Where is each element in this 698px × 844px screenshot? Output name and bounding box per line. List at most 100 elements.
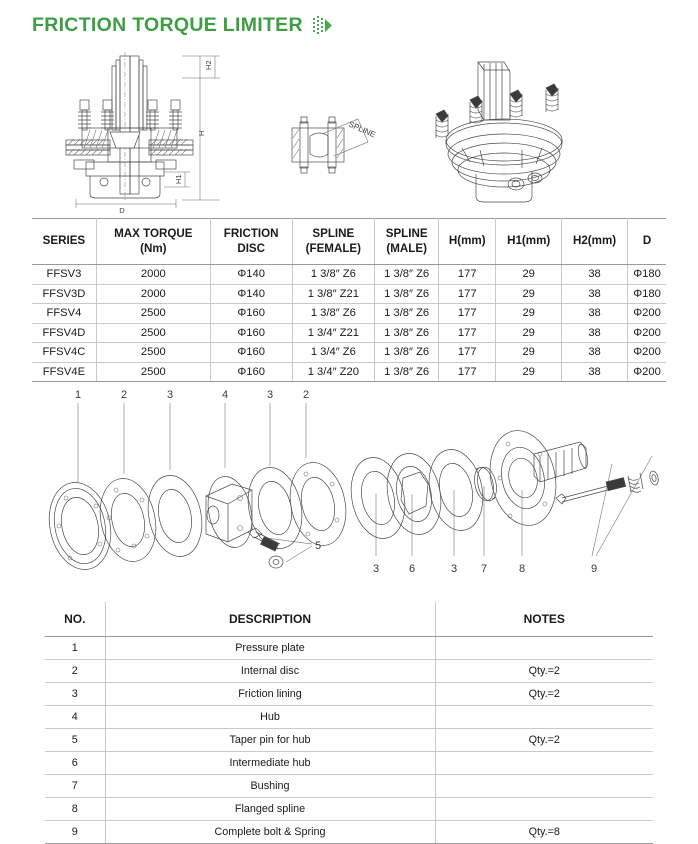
spec-value-cell: 1 3/8″ Z6 <box>374 284 440 304</box>
callout-bottom-5: 8 <box>519 563 525 575</box>
spec-value-cell: 1 3/8″ Z6 <box>374 323 440 343</box>
spec-value-cell: 38 <box>561 342 628 363</box>
spec-series-cell: FFSV4E <box>32 362 97 382</box>
specification-table: SERIES MAX TORQUE (Nm) FRICTION DISC SPL… <box>32 218 666 382</box>
parts-description-cell: Bushing <box>104 774 436 799</box>
parts-description-cell: Intermediate hub <box>104 751 436 776</box>
parts-header-row: NO. DESCRIPTION NOTES <box>45 602 653 637</box>
callout-bottom-6: 9 <box>591 563 597 575</box>
callout-top-1: 1 <box>75 389 81 401</box>
spec-value-cell: Φ200 <box>627 323 666 343</box>
spec-value-cell: Φ200 <box>627 303 666 324</box>
spline-label: SPLINE <box>347 120 377 140</box>
spec-value-cell: Φ180 <box>627 264 666 285</box>
parts-description-cell: Complete bolt & Spring <box>104 820 436 844</box>
spec-value-cell: 29 <box>495 323 563 343</box>
callout-bottom-2: 6 <box>409 563 415 575</box>
spec-value-cell: 29 <box>495 264 563 285</box>
spec-value-cell: 29 <box>495 303 563 324</box>
spec-value-cell: 38 <box>561 323 628 343</box>
exploded-view: 1 2 3 4 3 2 3 6 3 7 8 9 5 <box>0 386 698 592</box>
callout-side-5: 5 <box>315 540 321 552</box>
spec-value-cell: 29 <box>495 342 563 363</box>
parts-no-cell: 3 <box>45 682 105 706</box>
spec-value-cell: Φ140 <box>209 284 293 304</box>
spec-header-row: SERIES MAX TORQUE (Nm) FRICTION DISC SPL… <box>32 218 666 265</box>
parts-col-description: DESCRIPTION <box>104 602 436 637</box>
callout-top-3: 3 <box>167 389 173 401</box>
spec-value-cell: 29 <box>495 362 563 382</box>
parts-notes-cell: Qty.=2 <box>435 659 653 683</box>
parts-col-notes: NOTES <box>435 602 653 637</box>
spec-series-cell: FFSV3D <box>32 284 97 304</box>
parts-no-cell: 2 <box>45 659 105 683</box>
spline-detail-drawing: SPLINE <box>291 116 377 174</box>
spec-value-cell: Φ160 <box>209 323 293 343</box>
halftone-arrow-icon <box>312 15 332 34</box>
spec-value-cell: 2500 <box>95 342 211 363</box>
parts-notes-cell: Qty.=2 <box>435 682 653 706</box>
spec-value-cell: Φ160 <box>209 342 293 363</box>
parts-notes-cell: Qty.=8 <box>435 820 653 844</box>
spec-col-friction-disc: FRICTION DISC <box>209 218 293 265</box>
spec-value-cell: 177 <box>438 362 497 382</box>
callout-bottom-1: 3 <box>373 563 379 575</box>
parts-no-cell: 1 <box>45 636 105 660</box>
spec-value-cell: 38 <box>561 303 628 324</box>
spec-value-cell: 1 3/4″ Z21 <box>291 323 376 343</box>
page-title: FRICTION TORQUE LIMITER <box>32 14 303 36</box>
spec-col-d: D <box>627 218 666 265</box>
spec-series-cell: FFSV3 <box>32 264 97 285</box>
spec-series-cell: FFSV4C <box>32 342 97 363</box>
spec-value-cell: 177 <box>438 342 497 363</box>
spec-col-h2: H2(mm) <box>561 218 628 265</box>
cross-section-drawing: H2 H H1 D <box>65 52 220 214</box>
parts-description-cell: Hub <box>104 705 436 729</box>
spec-value-cell: 1 3/8″ Z6 <box>291 303 376 324</box>
callout-bottom-4: 7 <box>481 563 487 575</box>
spec-value-cell: 1 3/8″ Z6 <box>374 303 440 324</box>
spec-col-max-torque: MAX TORQUE (Nm) <box>95 218 211 265</box>
spec-value-cell: 38 <box>561 284 628 304</box>
parts-notes-cell <box>435 705 653 729</box>
spec-value-cell: 1 3/8″ Z21 <box>291 284 376 304</box>
parts-no-cell: 8 <box>45 797 105 822</box>
spec-value-cell: 177 <box>438 303 497 324</box>
spec-value-cell: Φ140 <box>209 264 293 285</box>
dimension-label-d: D <box>119 206 125 214</box>
parts-no-cell: 7 <box>45 774 105 799</box>
dimension-label-h2: H2 <box>204 60 213 70</box>
spec-value-cell: 177 <box>438 264 497 285</box>
parts-col-no: NO. <box>45 602 105 637</box>
dimension-label-h: H <box>197 131 206 136</box>
spec-value-cell: 2000 <box>95 284 211 304</box>
spec-value-cell: 1 3/4″ Z6 <box>291 342 376 363</box>
spec-value-cell: 177 <box>438 323 497 343</box>
spec-value-cell: Φ160 <box>209 303 293 324</box>
spec-value-cell: Φ180 <box>627 284 666 304</box>
spec-value-cell: Φ160 <box>209 362 293 382</box>
dimension-label-h1: H1 <box>174 174 183 184</box>
spec-series-cell: FFSV4D <box>32 323 97 343</box>
spec-value-cell: 38 <box>561 264 628 285</box>
parts-description-cell: Taper pin for hub <box>104 728 436 752</box>
parts-description-cell: Pressure plate <box>104 636 436 660</box>
spec-value-cell: 177 <box>438 284 497 304</box>
parts-description-cell: Internal disc <box>104 659 436 683</box>
spec-value-cell: 1 3/4″ Z20 <box>291 362 376 382</box>
isometric-assembly-drawing <box>435 61 563 203</box>
spec-series-cell: FFSV4 <box>32 303 97 324</box>
